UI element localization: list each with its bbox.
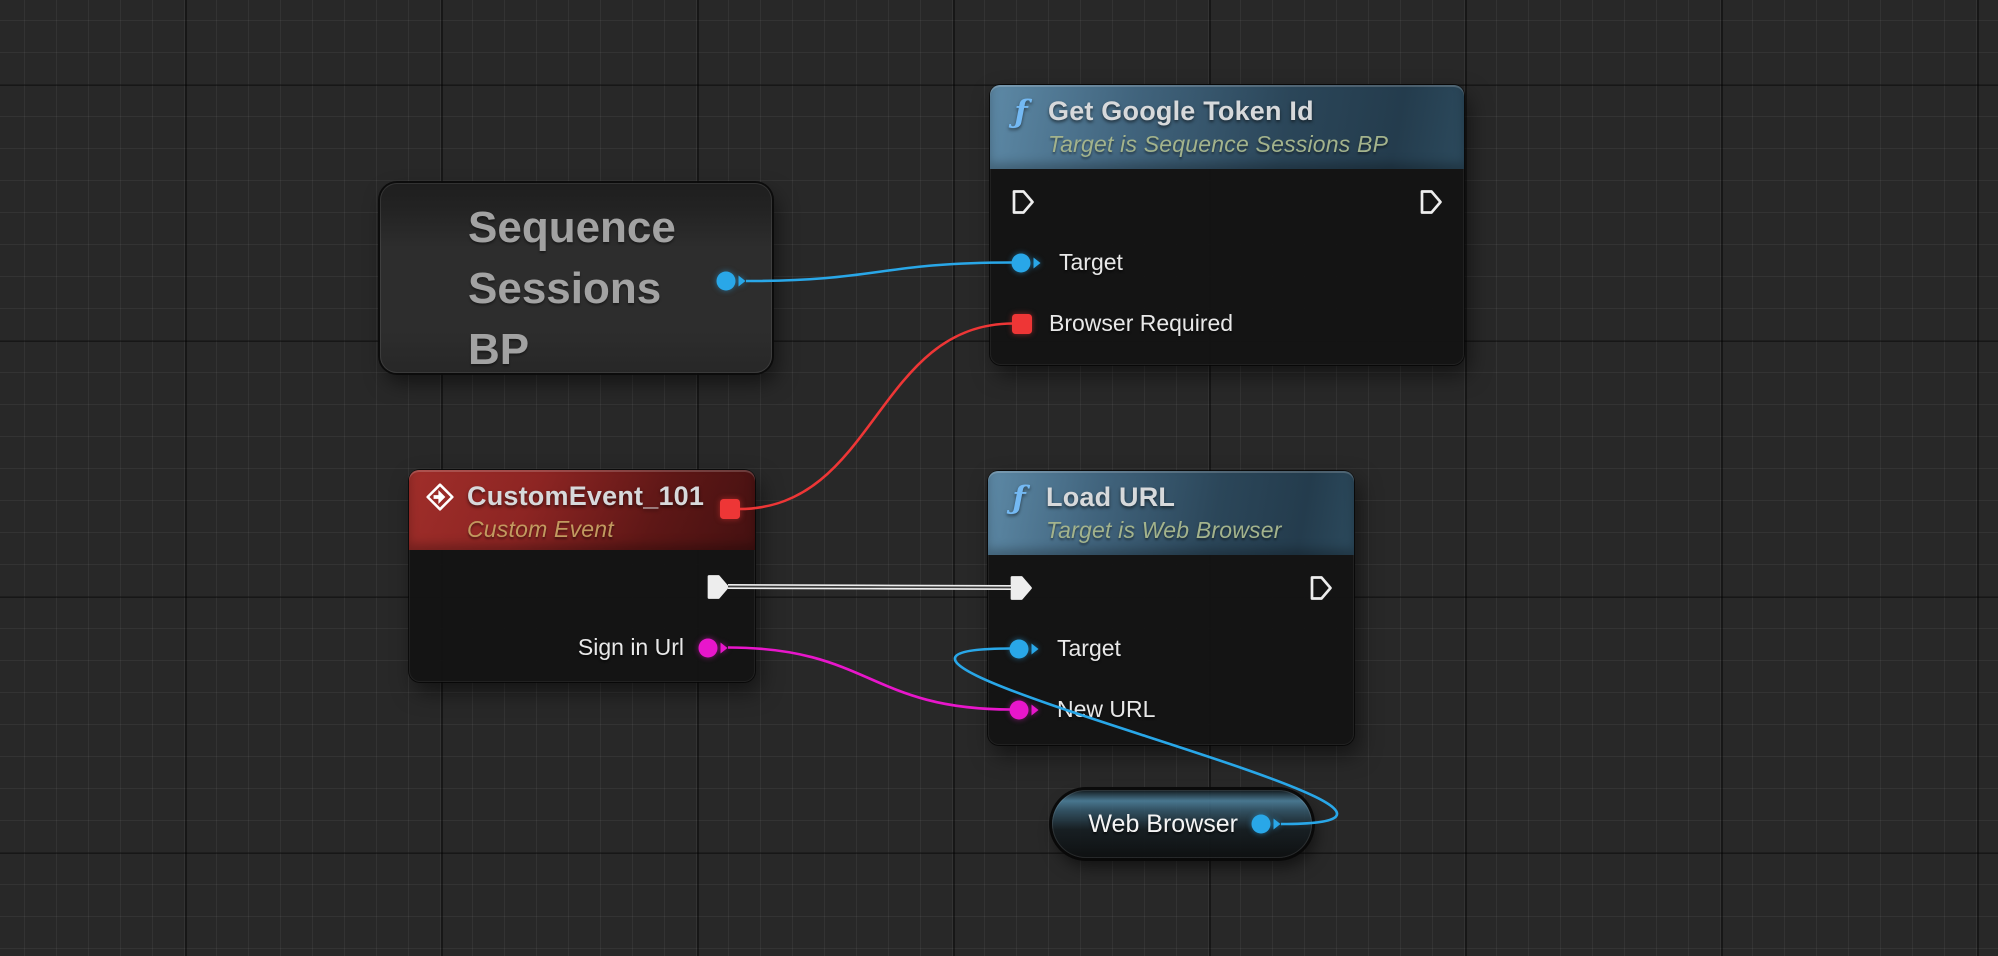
node-sequence-sessions-bp[interactable]: Sequence Sessions BP: [380, 183, 772, 374]
variable-name-line: Sequence: [468, 203, 676, 252]
node-get-google-token-id[interactable]: ƒ Get Google Token Id Target is Sequence…: [990, 85, 1464, 365]
object-output-pin[interactable]: [715, 269, 749, 293]
node-web-browser-variable[interactable]: Web Browser: [1052, 790, 1312, 858]
function-icon: ƒ: [1014, 93, 1028, 130]
node-title: Load URL: [1046, 482, 1176, 512]
target-input-pin[interactable]: [1010, 251, 1044, 275]
pin-label: Sign in Url: [577, 634, 684, 660]
object-output-pin[interactable]: [1250, 812, 1284, 836]
node-load-url[interactable]: ƒ Load URL Target is Web Browser Target: [988, 471, 1354, 745]
function-icon: ƒ: [1012, 479, 1026, 516]
variable-name-line: Sessions: [468, 264, 662, 313]
exec-input-pin[interactable]: [1010, 188, 1036, 216]
exec-output-pin[interactable]: [705, 573, 731, 601]
node-subtitle: Target is Sequence Sessions BP: [1048, 131, 1389, 157]
delegate-output-pin[interactable]: [718, 497, 742, 521]
node-subtitle: Target is Web Browser: [1046, 517, 1282, 543]
exec-output-pin[interactable]: [1308, 574, 1334, 602]
exec-output-pin[interactable]: [1418, 188, 1444, 216]
node-header: ƒ Load URL Target is Web Browser: [988, 471, 1354, 555]
node-custom-event-101[interactable]: CustomEvent_101 Custom Event Sign in Url: [409, 470, 755, 682]
variable-name: Web Browser: [1088, 809, 1238, 838]
pin-label: Target: [1059, 249, 1123, 275]
new-url-input-pin[interactable]: [1008, 698, 1042, 722]
node-subtitle: Custom Event: [467, 516, 614, 542]
custom-event-diamond-icon: [426, 482, 454, 511]
pin-label: New URL: [1057, 696, 1156, 722]
sign-in-url-output-pin[interactable]: [697, 636, 731, 660]
node-header: ƒ Get Google Token Id Target is Sequence…: [990, 85, 1464, 169]
pin-label: Target: [1057, 635, 1121, 661]
node-header: CustomEvent_101 Custom Event: [409, 470, 755, 550]
node-title: CustomEvent_101: [467, 481, 705, 511]
target-input-pin[interactable]: [1008, 637, 1042, 661]
node-title: Get Google Token Id: [1048, 96, 1314, 126]
variable-name-line: BP: [468, 325, 530, 374]
exec-input-pin[interactable]: [1008, 574, 1034, 602]
browser-required-delegate-input-pin[interactable]: [1010, 312, 1034, 336]
pin-label: Browser Required: [1049, 310, 1234, 336]
